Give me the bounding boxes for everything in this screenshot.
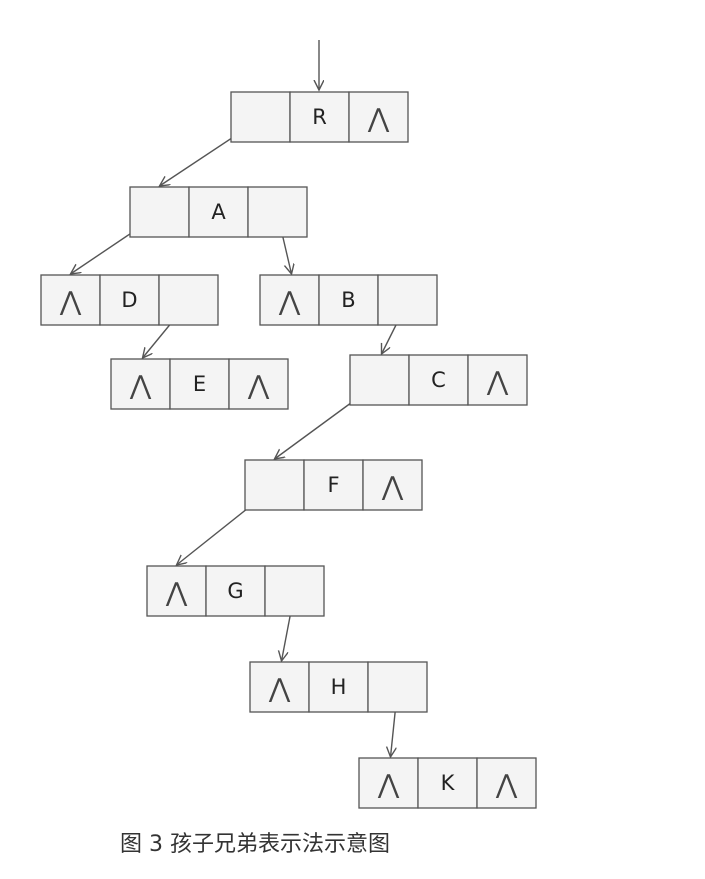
node-b: B⋀ — [259, 274, 438, 326]
node-g: G⋀ — [146, 565, 325, 617]
next-sibling-field — [348, 91, 409, 143]
node-label: E — [193, 372, 206, 396]
node-f: F⋀ — [244, 459, 423, 511]
null-pointer-mark: ⋀ — [129, 371, 152, 401]
null-pointer-mark: ⋀ — [377, 770, 400, 800]
data-field — [205, 565, 266, 617]
first-child-field — [244, 459, 305, 511]
null-pointer-mark: ⋀ — [367, 104, 390, 134]
data-field — [417, 757, 478, 809]
data-field — [308, 661, 369, 713]
next-sibling-field — [264, 565, 325, 617]
node-h: H⋀ — [249, 661, 428, 713]
first-child-field — [146, 565, 207, 617]
node-label: C — [431, 368, 446, 392]
null-pointer-mark: ⋀ — [247, 371, 270, 401]
nodes: R⋀AD⋀E⋀⋀B⋀C⋀F⋀G⋀H⋀K⋀⋀ — [40, 91, 537, 809]
node-label: D — [121, 288, 137, 312]
first-child-field — [230, 91, 291, 143]
node-k: K ⋀ ⋀ — [358, 757, 537, 809]
node-a: A — [129, 186, 308, 238]
next-sibling-field — [247, 186, 308, 238]
node-label: A — [211, 200, 226, 224]
null-pointer-mark: ⋀ — [486, 367, 509, 397]
null-pointer-mark: ⋀ — [268, 674, 291, 704]
next-sibling-field — [467, 354, 528, 406]
null-pointer-mark: ⋀ — [59, 287, 82, 317]
first-child-field — [110, 358, 171, 410]
null-pointer-mark: ⋀ — [381, 472, 404, 502]
null-pointer-mark: ⋀ — [278, 287, 301, 317]
node-label: H — [331, 675, 347, 699]
null-pointer-mark: ⋀ — [495, 770, 518, 800]
node-d: D⋀ — [40, 274, 219, 326]
next-sibling-field — [476, 757, 537, 809]
node-c: C⋀ — [349, 354, 528, 406]
node-r: R⋀ — [230, 91, 409, 143]
null-pointer-mark: ⋀ — [165, 578, 188, 608]
next-sibling-field — [367, 661, 428, 713]
first-child-field — [349, 354, 410, 406]
first-child-field — [249, 661, 310, 713]
first-child-field — [358, 757, 419, 809]
node-label: B — [341, 288, 355, 312]
data-field — [303, 459, 364, 511]
node-label: G — [227, 579, 243, 603]
figure-caption: 图 3 孩子兄弟表示法示意图 — [120, 832, 390, 857]
node-label: R — [312, 105, 327, 129]
first-child-field — [40, 274, 101, 326]
next-sibling-field — [228, 358, 289, 410]
node-e: E ⋀ ⋀ — [110, 358, 289, 410]
child-sibling-diagram: R⋀AD⋀E⋀⋀B⋀C⋀F⋀G⋀H⋀K⋀⋀ — [40, 40, 537, 809]
first-child-field — [129, 186, 190, 238]
next-sibling-field — [377, 274, 438, 326]
data-field — [169, 358, 230, 410]
data-field — [99, 274, 160, 326]
next-sibling-field — [362, 459, 423, 511]
data-field — [318, 274, 379, 326]
data-field — [408, 354, 469, 406]
node-label: F — [327, 473, 339, 497]
data-field — [188, 186, 249, 238]
first-child-field — [259, 274, 320, 326]
node-label: K — [441, 771, 456, 795]
next-sibling-field — [158, 274, 219, 326]
